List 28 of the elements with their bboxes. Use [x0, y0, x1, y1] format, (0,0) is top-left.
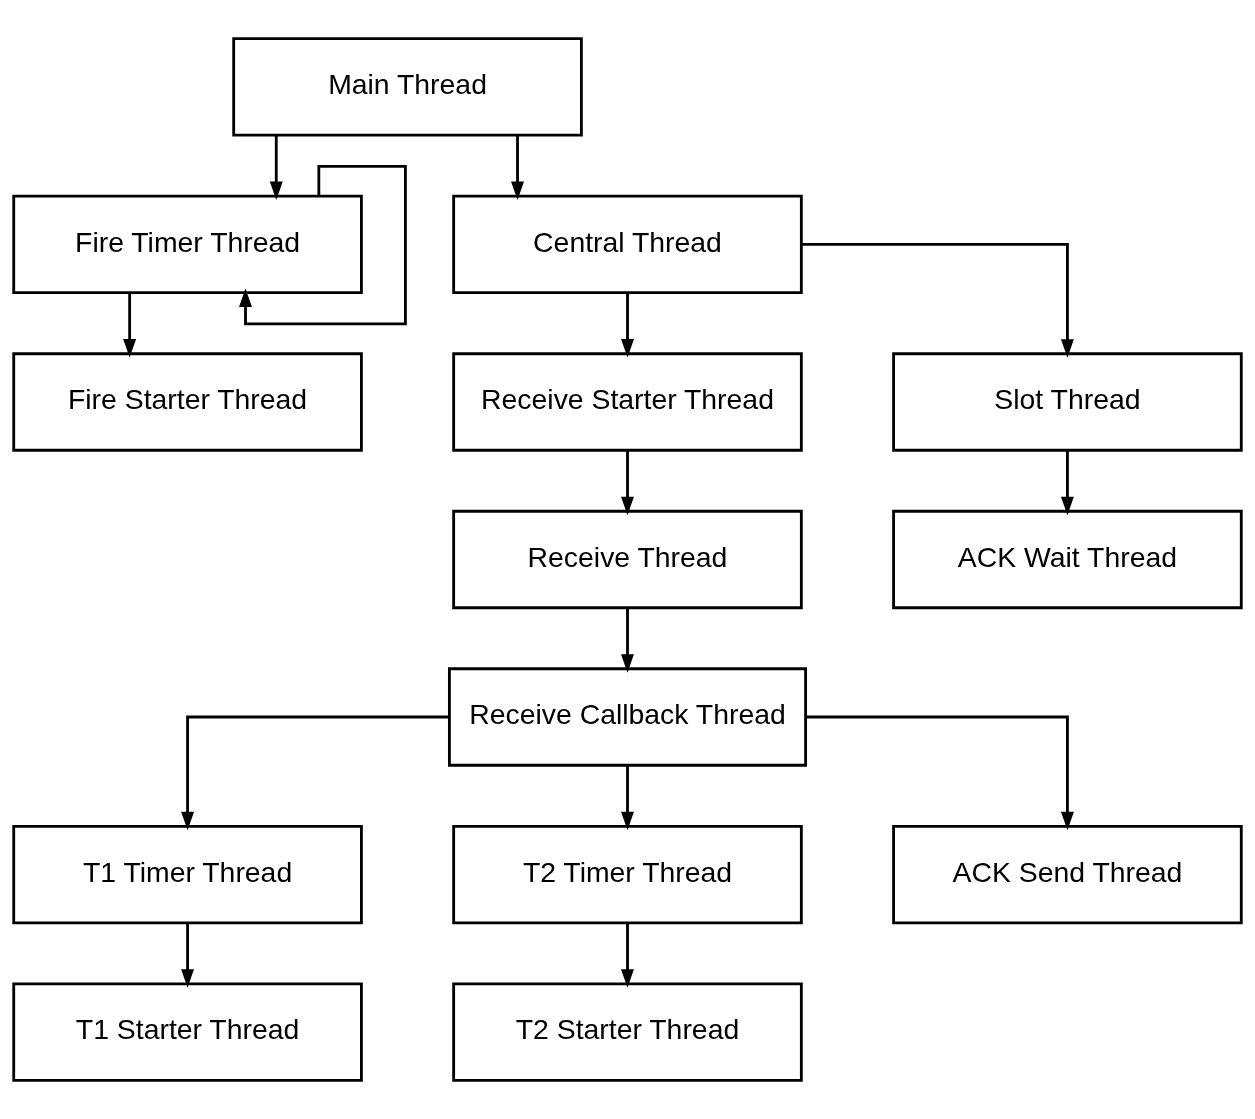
arrow — [621, 450, 634, 516]
arrow — [801, 243, 1074, 358]
node-box: Receive Starter Thread — [452, 352, 803, 452]
arrow — [181, 923, 195, 988]
node-box: ACK Wait Thread — [892, 509, 1243, 610]
arrow — [621, 923, 634, 988]
arrow — [621, 608, 634, 673]
arrow — [511, 135, 524, 201]
node-box: T2 Starter Thread — [452, 982, 803, 1082]
node-box: Fire Timer Thread — [12, 194, 363, 295]
arrow — [621, 765, 634, 831]
arrow — [239, 165, 407, 326]
arrow — [621, 293, 634, 358]
node-box: T2 Timer Thread — [452, 824, 803, 925]
node-box: T1 Timer Thread — [12, 824, 363, 925]
node-box: Main Thread — [232, 37, 583, 137]
node-box: T1 Starter Thread — [12, 982, 363, 1082]
arrow — [269, 135, 283, 201]
node-box: Fire Starter Thread — [12, 352, 363, 452]
arrow — [1060, 450, 1074, 516]
node-box: Receive Thread — [452, 509, 803, 610]
node-box: ACK Send Thread — [892, 824, 1243, 925]
arrow — [123, 293, 137, 358]
node-box: Slot Thread — [892, 352, 1243, 452]
arrow — [181, 715, 450, 831]
node-box: Central Thread — [452, 194, 803, 295]
arrow — [805, 715, 1074, 831]
node-box: Receive Callback Thread — [447, 667, 807, 767]
